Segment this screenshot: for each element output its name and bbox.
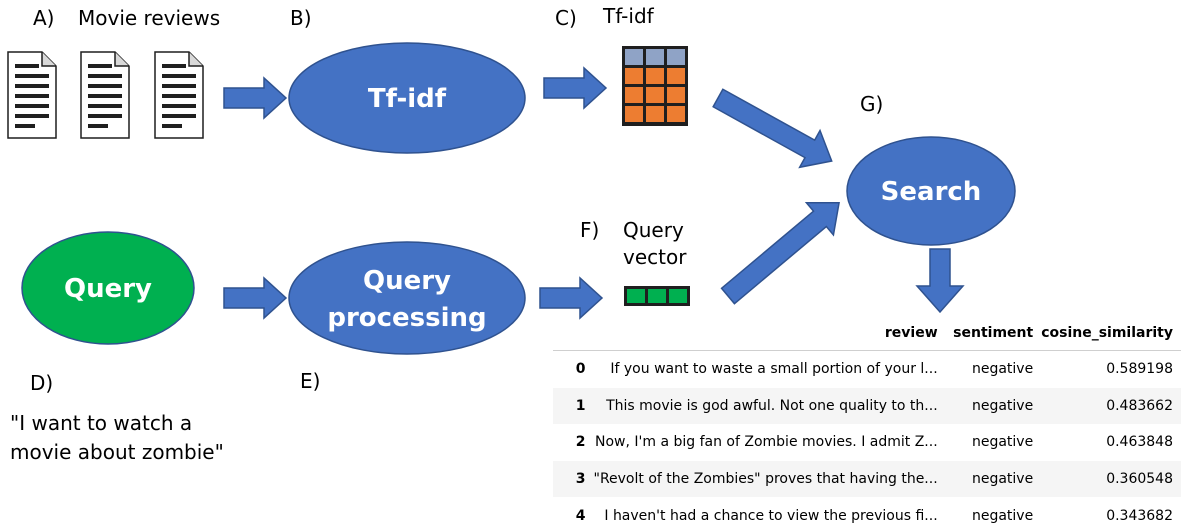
row-review: If you want to waste a small portion of …	[593, 350, 946, 388]
query-text-line2: movie about zombie"	[10, 440, 224, 464]
arrow-search-to-table	[915, 248, 965, 314]
query-node-label: Query	[64, 274, 152, 304]
row-sentiment: negative	[945, 387, 1042, 425]
arrow-vector-to-search	[720, 202, 840, 305]
tfidf-matrix	[622, 46, 688, 126]
arrow-matrix-to-search	[712, 88, 833, 169]
document-icon	[7, 51, 57, 139]
row-index: 3	[553, 460, 594, 498]
matrix-cell	[625, 106, 643, 122]
search-node-label: Search	[881, 177, 982, 207]
row-cosine-similarity: 0.360548	[1041, 460, 1181, 498]
row-cosine-similarity: 0.343682	[1041, 497, 1181, 528]
document-icon	[154, 51, 204, 139]
table-row: 0 If you want to waste a small portion o…	[553, 350, 1181, 388]
matrix-cell	[625, 68, 643, 84]
search-node	[846, 136, 1016, 246]
label-tfidf-matrix: Tf-idf	[603, 4, 654, 28]
label-movie-reviews: Movie reviews	[78, 6, 221, 30]
query-processing-node	[288, 241, 526, 355]
row-review: Now, I'm a big fan of Zombie movies. I a…	[593, 424, 946, 461]
header-index	[553, 316, 594, 351]
document-icon	[80, 51, 130, 139]
row-review: This movie is god awful. Not one quality…	[593, 387, 946, 425]
tfidf-node-label: Tf-idf	[368, 84, 447, 114]
row-cosine-similarity: 0.483662	[1041, 387, 1181, 425]
row-index: 1	[553, 387, 594, 425]
matrix-cell	[667, 106, 685, 122]
row-cosine-similarity: 0.589198	[1041, 350, 1181, 388]
label-c: C)	[555, 6, 577, 30]
query-vector	[624, 286, 690, 306]
table-row: 2 Now, I'm a big fan of Zombie movies. I…	[553, 424, 1181, 461]
row-sentiment: negative	[945, 350, 1042, 388]
header-sentiment: sentiment	[945, 316, 1042, 351]
results-table: review sentiment cosine_similarity 0 If …	[553, 316, 1181, 528]
row-sentiment: negative	[945, 424, 1042, 461]
matrix-cell	[646, 68, 664, 84]
label-a: A)	[33, 6, 55, 30]
table-row: 1 This movie is god awful. Not one quali…	[553, 387, 1181, 425]
label-d: D)	[30, 371, 54, 395]
header-cosine-similarity: cosine_similarity	[1041, 316, 1181, 351]
arrow-processing-to-vector	[539, 277, 603, 319]
arrow-docs-to-tfidf	[223, 77, 287, 119]
matrix-cell	[646, 87, 664, 103]
header-review: review	[593, 316, 946, 351]
row-review: I haven't had a chance to view the previ…	[593, 497, 946, 528]
label-g: G)	[860, 92, 884, 116]
row-sentiment: negative	[945, 497, 1042, 528]
label-query-vector-line2: vector	[623, 245, 687, 269]
row-index: 4	[553, 497, 594, 528]
table-header-row: review sentiment cosine_similarity	[553, 316, 1181, 351]
matrix-cell	[625, 87, 643, 103]
label-query-vector-line1: Query	[623, 218, 684, 242]
table-row: 4 I haven't had a chance to view the pre…	[553, 497, 1181, 528]
label-e: E)	[300, 369, 321, 393]
row-index: 0	[553, 350, 594, 388]
row-cosine-similarity: 0.463848	[1041, 424, 1181, 461]
table-row: 3 "Revolt of the Zombies" proves that ha…	[553, 460, 1181, 498]
label-f: F)	[580, 218, 600, 242]
matrix-cell	[646, 106, 664, 122]
row-sentiment: negative	[945, 460, 1042, 498]
matrix-header-cell	[625, 49, 643, 65]
label-b: B)	[290, 6, 312, 30]
matrix-cell	[667, 68, 685, 84]
tfidf-node	[288, 42, 526, 154]
arrow-query-to-processing	[223, 277, 287, 319]
matrix-header-cell	[646, 49, 664, 65]
query-processing-label-line1: Query	[363, 266, 451, 296]
query-node	[21, 231, 195, 345]
arrow-tfidf-to-matrix	[543, 67, 607, 109]
matrix-cell	[667, 87, 685, 103]
row-index: 2	[553, 424, 594, 461]
query-text-line1: "I want to watch a	[10, 411, 193, 435]
row-review: "Revolt of the Zombies" proves that havi…	[593, 460, 946, 498]
matrix-header-cell	[667, 49, 685, 65]
query-processing-label-line2: processing	[327, 303, 486, 333]
